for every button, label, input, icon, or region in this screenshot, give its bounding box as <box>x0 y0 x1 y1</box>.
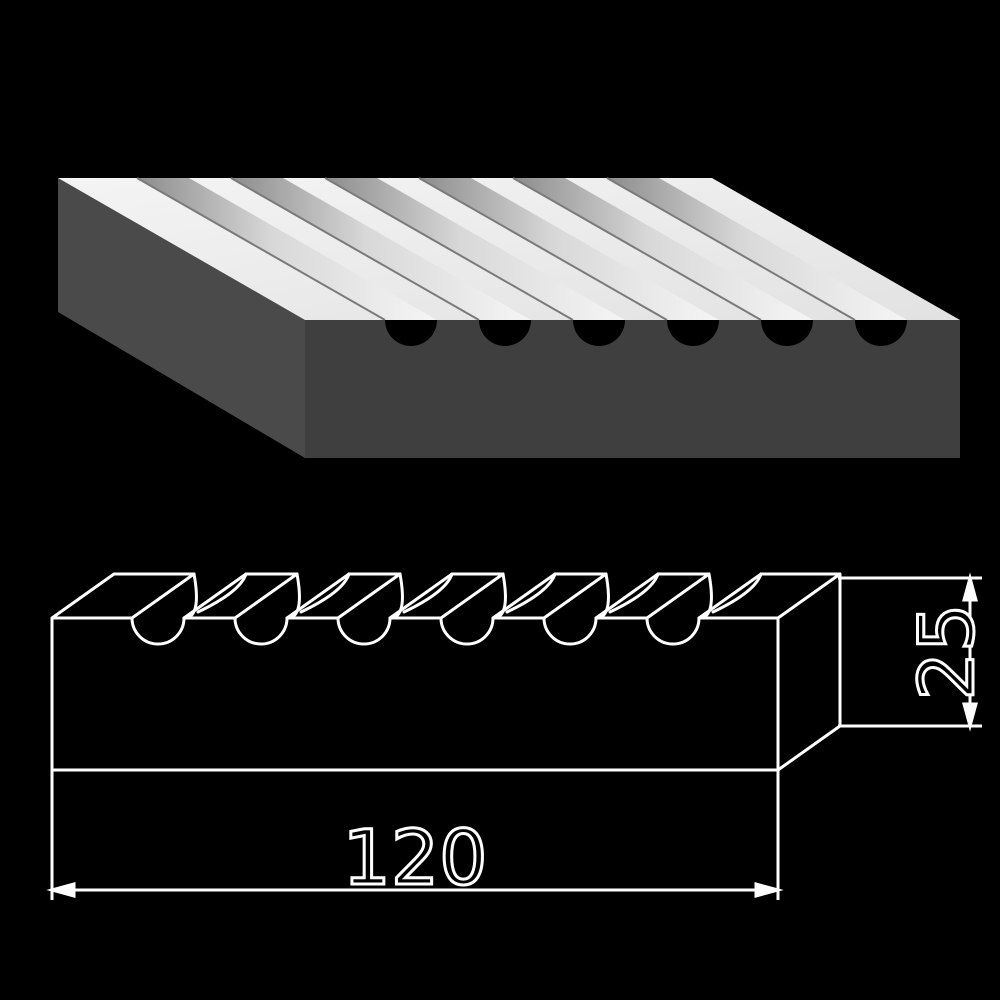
rendered-groove-4 <box>419 178 719 320</box>
rendered-groove-6 <box>607 178 907 320</box>
groove-back-curve-5 <box>608 572 660 614</box>
groove-edge-left-1 <box>130 572 196 620</box>
rendered-grooves <box>136 177 907 321</box>
groove-edge-left-6 <box>645 572 711 620</box>
groove-back-curve-3 <box>402 572 454 614</box>
rendered-groove-5 <box>513 178 813 320</box>
groove-back-arc-2 <box>285 572 301 620</box>
block-outline <box>50 572 842 772</box>
block-left-side-face <box>58 178 305 458</box>
rendered-groove-edge-6 <box>606 177 856 321</box>
rendered-groove-1 <box>137 178 437 320</box>
width-arrow-right <box>754 882 784 898</box>
groove-edge-left-5 <box>542 572 608 620</box>
groove-back-arc-3 <box>388 572 404 620</box>
rendered-3d-view <box>58 177 960 458</box>
groove-back-arc-4 <box>491 572 507 620</box>
groove-back-curve-4 <box>505 572 557 614</box>
groove-back-arc-5 <box>594 572 610 620</box>
groove-back-curve-6 <box>711 572 763 614</box>
groove-edge-left-2 <box>233 572 299 620</box>
line-drawing-view <box>50 572 842 772</box>
height-label: 25 <box>902 604 991 701</box>
width-arrow-left <box>46 882 76 898</box>
rendered-groove-edge-2 <box>230 177 480 321</box>
height-arrow-top <box>962 572 978 602</box>
rendered-groove-2 <box>231 178 531 320</box>
rendered-groove-3 <box>325 178 625 320</box>
rendered-groove-edge-5 <box>512 177 762 321</box>
groove-back-arc-6 <box>697 572 713 620</box>
groove-edge-left-4 <box>439 572 505 620</box>
rendered-groove-edge-1 <box>136 177 386 321</box>
height-arrow-bottom <box>962 702 978 732</box>
block-front-face <box>305 320 960 458</box>
line-grooves <box>130 572 763 620</box>
rendered-groove-edge-4 <box>418 177 668 321</box>
width-dimension <box>46 770 784 900</box>
width-label: 120 <box>342 813 487 902</box>
rendered-groove-edge-3 <box>324 177 574 321</box>
groove-back-arc-1 <box>182 572 198 620</box>
groove-back-curve-1 <box>196 572 248 614</box>
groove-back-curve-2 <box>299 572 351 614</box>
groove-edge-left-3 <box>336 572 402 620</box>
height-dimension <box>838 572 982 732</box>
